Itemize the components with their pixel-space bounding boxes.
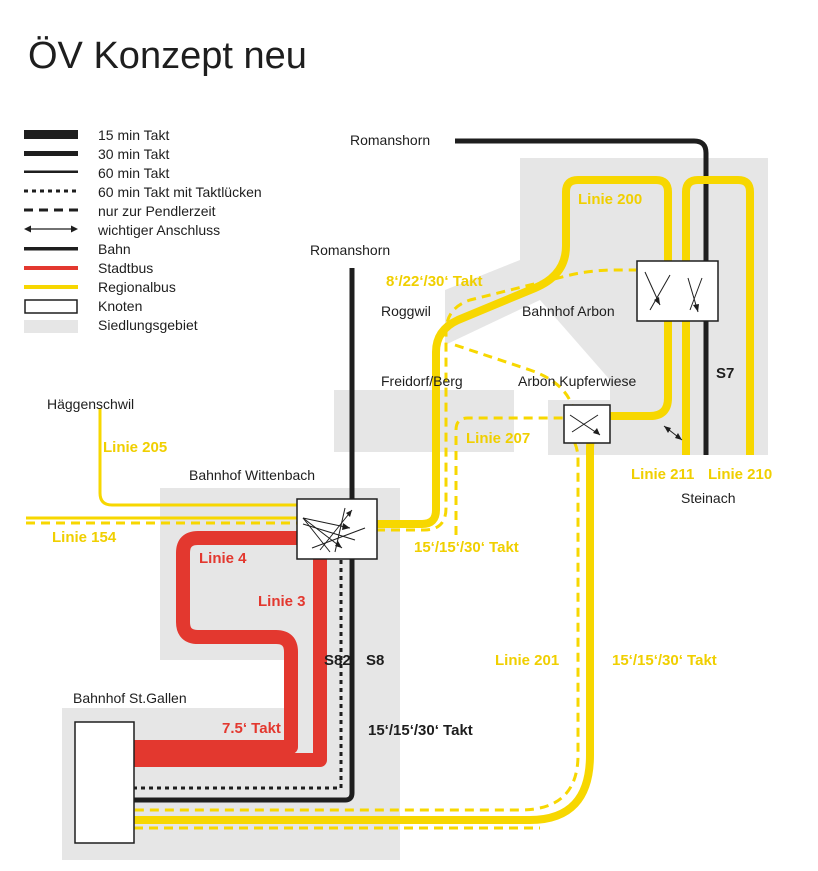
freidorf-pendler-route xyxy=(454,343,575,409)
legend-label-regionalbus: Regionalbus xyxy=(98,279,176,295)
place-haeggenschwil: Häggenschwil xyxy=(47,396,134,412)
label-linie-210: Linie 210 xyxy=(708,466,772,483)
label-s7: S7 xyxy=(716,365,734,382)
linie-201-pendler-route xyxy=(134,430,580,812)
legend-label-30min: 30 min Takt xyxy=(98,146,169,162)
anschluss-arrowheads xyxy=(335,297,699,548)
legend-label-siedlung: Siedlungsgebiet xyxy=(98,317,198,333)
linie-4-route xyxy=(134,531,305,754)
knoten-arbon xyxy=(636,260,719,322)
s8-route xyxy=(134,268,355,803)
stadtbus-lines xyxy=(134,531,327,767)
regionalbus-lines xyxy=(26,176,754,830)
legend-symbol-stadtbus xyxy=(24,266,78,270)
legend-label-knoten: Knoten xyxy=(98,298,142,314)
label-linie-211: Linie 211 xyxy=(631,466,694,483)
knoten-kupferwiese xyxy=(563,404,611,444)
legend-label-60min-gaps: 60 min Takt mit Taktlücken xyxy=(98,184,262,200)
legend-symbol-60min xyxy=(24,170,78,173)
label-linie-205: Linie 205 xyxy=(103,439,167,456)
legend-label-bahn: Bahn xyxy=(98,241,131,257)
linie-205-route xyxy=(98,408,300,507)
legend-symbol-anschluss xyxy=(24,225,78,233)
label-takt-bahn: 15‘/15‘/30‘ Takt xyxy=(368,722,473,739)
label-linie-4: Linie 4 xyxy=(199,550,247,567)
label-linie-154: Linie 154 xyxy=(52,529,117,546)
place-steinach: Steinach xyxy=(681,490,735,506)
label-takt-stadtbus: 7.5‘ Takt xyxy=(222,720,281,737)
linie-200-pendler-route xyxy=(376,268,636,532)
legend-label-stadtbus: Stadtbus xyxy=(98,260,153,276)
place-bahnhof-stgallen: Bahnhof St.Gallen xyxy=(73,690,187,706)
line-labels: Linie 200 8‘/22‘/30‘ Takt Linie 207 Lini… xyxy=(52,191,772,739)
place-romanshorn-north: Romanshorn xyxy=(350,132,430,148)
label-linie-3: Linie 3 xyxy=(258,593,306,610)
legend-label-anschluss: wichtiger Anschluss xyxy=(97,222,220,238)
linie-211-route xyxy=(682,176,754,455)
legend-symbol-knoten xyxy=(24,299,78,314)
label-linie-201: Linie 201 xyxy=(495,652,559,669)
legend-symbol-bahn xyxy=(24,247,78,251)
legend-label-pendler: nur zur Pendlerzeit xyxy=(98,203,216,219)
place-bahnhof-wittenbach: Bahnhof Wittenbach xyxy=(189,467,315,483)
label-takt-201: 15‘/15‘/30‘ Takt xyxy=(612,652,717,669)
label-linie-207: Linie 207 xyxy=(466,430,530,447)
label-takt-wittenbach: 15‘/15‘/30‘ Takt xyxy=(414,539,519,556)
place-bahnhof-arbon: Bahnhof Arbon xyxy=(522,303,615,319)
place-labels: Romanshorn Romanshorn Roggwil Bahnhof Ar… xyxy=(47,132,735,706)
s82-route xyxy=(134,552,343,790)
label-s82: S82 xyxy=(324,652,351,669)
legend: 15 min Takt 30 min Takt 60 min Takt 60 m… xyxy=(24,127,262,333)
place-roggwil: Roggwil xyxy=(381,303,431,319)
legend-symbol-15min xyxy=(24,130,78,139)
legend-symbol-regionalbus xyxy=(24,285,78,289)
s7-route xyxy=(455,138,709,455)
label-s8: S8 xyxy=(366,652,384,669)
legend-label-15min: 15 min Takt xyxy=(98,127,169,143)
place-freidorf: Freidorf/Berg xyxy=(381,373,463,389)
linie-207-route xyxy=(454,416,565,535)
place-arbon-kupferwiese: Arbon Kupferwiese xyxy=(518,373,637,389)
legend-symbol-siedlung xyxy=(24,320,78,333)
label-linie-200: Linie 200 xyxy=(578,191,642,208)
map-title: ÖV Konzept neu xyxy=(28,35,307,77)
linie-200-route xyxy=(376,176,672,528)
knoten xyxy=(74,260,719,844)
settlement-freidorf xyxy=(334,390,514,452)
knoten-stgallen xyxy=(74,721,135,844)
label-takt-200: 8‘/22‘/30‘ Takt xyxy=(386,273,482,290)
linie-3-route xyxy=(134,556,327,767)
legend-symbol-30min xyxy=(24,151,78,156)
place-romanshorn-west: Romanshorn xyxy=(310,242,390,258)
legend-label-60min: 60 min Takt xyxy=(98,165,169,181)
